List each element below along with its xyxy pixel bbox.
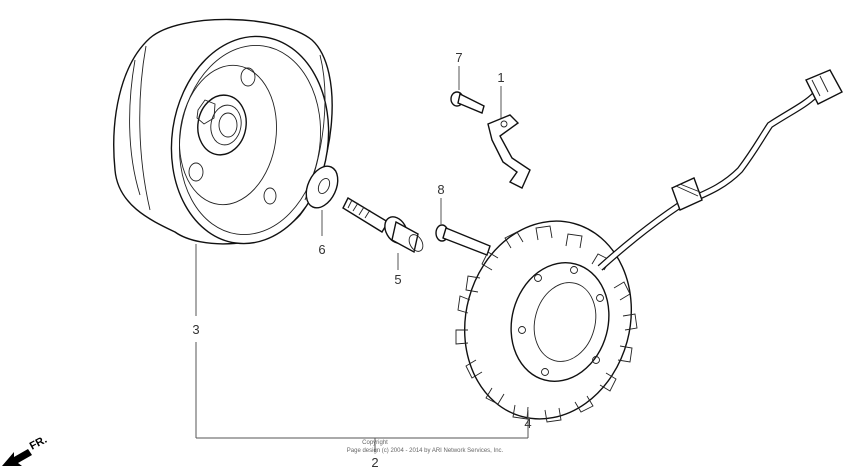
socket-bolt[interactable] — [435, 224, 491, 256]
stator-assembly[interactable] — [443, 69, 843, 438]
copyright-line-2: Page design (c) 2004 - 2014 by ARI Netwo… — [347, 448, 504, 454]
callout-7: 7 — [455, 50, 462, 65]
copyright-line-1: Copyright — [362, 440, 388, 446]
flange-bolt[interactable] — [342, 197, 426, 254]
callout-2: 2 — [371, 455, 378, 470]
leader-lines — [195, 66, 529, 452]
flywheel-rotor[interactable] — [113, 18, 342, 253]
arrow-icon — [2, 449, 32, 466]
small-bolt[interactable] — [450, 91, 485, 114]
callout-5: 5 — [394, 272, 401, 287]
callout-1: 1 — [497, 70, 504, 85]
callout-3: 3 — [192, 322, 199, 337]
callout-6: 6 — [318, 242, 325, 257]
front-direction-indicator: FR. — [2, 434, 49, 466]
washer[interactable] — [300, 161, 344, 213]
callout-8: 8 — [437, 182, 444, 197]
direction-label: FR. — [28, 434, 49, 453]
callout-4: 4 — [524, 416, 531, 431]
wire-clamp-bracket[interactable] — [487, 114, 531, 189]
